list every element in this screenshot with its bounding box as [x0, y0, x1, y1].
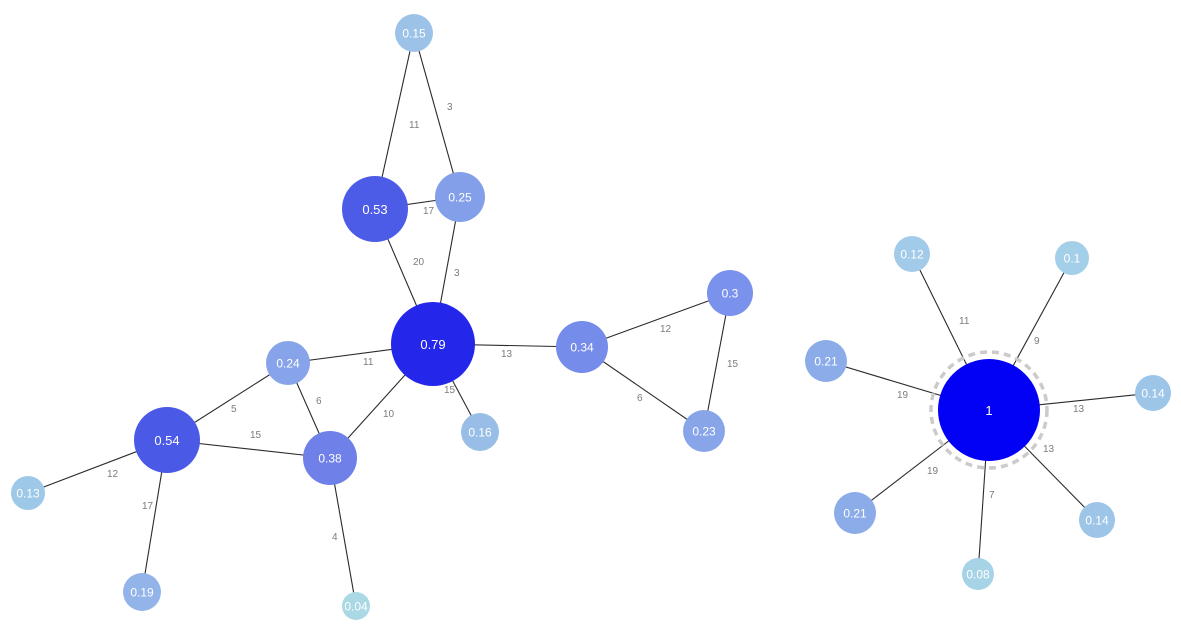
edge-weight-label: 4	[332, 532, 338, 543]
edge-weight-label: 3	[447, 102, 453, 113]
left-network: 0.15 0.53 0.25 0.79 0.24 0.54 0.38 0.16 0.34 0.3 0…	[11, 14, 753, 620]
node-circle[interactable]	[962, 558, 994, 590]
edge-weight-label: 11	[363, 357, 374, 368]
graph-node[interactable]: 0.1	[1055, 241, 1089, 275]
node-circle[interactable]	[134, 407, 200, 473]
edge-weight-label: 10	[383, 409, 395, 420]
edge-weight-label: 19	[927, 466, 939, 477]
edge-weight-label: 15	[727, 359, 739, 370]
graph-node[interactable]: 0.3	[707, 270, 753, 316]
edge-weight-label: 12	[660, 324, 672, 335]
node-circle[interactable]	[1135, 375, 1171, 411]
edge-weight-label: 11	[959, 316, 970, 327]
edge-weight-label: 15	[250, 430, 262, 441]
node-circle[interactable]	[834, 492, 876, 534]
graph-node[interactable]: 0.53	[342, 176, 408, 242]
graph-node[interactable]: 0.14	[1135, 375, 1171, 411]
graph-node[interactable]: 0.12	[894, 236, 930, 272]
edge-weight-label: 13	[1073, 404, 1085, 415]
node-circle[interactable]	[894, 236, 930, 272]
graph-edge[interactable]	[413, 32, 461, 198]
edge-weight-label: 13	[1043, 444, 1055, 455]
graph-node[interactable]: 0.08	[962, 558, 994, 590]
node-circle[interactable]	[556, 321, 608, 373]
graph-node[interactable]: 0.23	[683, 410, 725, 452]
edge-weight-label: 7	[989, 490, 995, 501]
node-circle[interactable]	[1079, 502, 1115, 538]
graph-node[interactable]: 0.79	[391, 302, 475, 386]
edge-weight-label: 15	[444, 385, 456, 396]
graph-node[interactable]: 0.21	[834, 492, 876, 534]
node-circle[interactable]	[11, 476, 45, 510]
graph-node[interactable]: 0.15	[395, 14, 433, 52]
node-circle[interactable]	[342, 592, 370, 620]
node-circle[interactable]	[683, 410, 725, 452]
edge-weight-label: 5	[231, 404, 237, 415]
node-circle[interactable]	[303, 431, 357, 485]
edge-weight-label: 17	[423, 206, 435, 217]
edge-weight-label: 6	[316, 396, 322, 407]
edge-weight-label: 11	[409, 120, 420, 131]
node-circle[interactable]	[805, 340, 847, 382]
node-circle[interactable]	[938, 359, 1040, 461]
node-circle[interactable]	[461, 413, 499, 451]
graph-node[interactable]: 0.21	[805, 340, 847, 382]
node-circle[interactable]	[707, 270, 753, 316]
node-circle[interactable]	[391, 302, 475, 386]
edge-weight-label: 17	[142, 501, 154, 512]
graph-node[interactable]: 0.34	[556, 321, 608, 373]
graph-node[interactable]: 0.16	[461, 413, 499, 451]
graph-node[interactable]: 0.25	[435, 172, 485, 222]
node-circle[interactable]	[1055, 241, 1089, 275]
graph-node[interactable]: 0.13	[11, 476, 45, 510]
graph-node[interactable]: 0.38	[303, 431, 357, 485]
edge-weight-label: 20	[413, 257, 425, 268]
edge-weight-label: 19	[897, 390, 909, 401]
node-circle[interactable]	[435, 172, 485, 222]
node-circle[interactable]	[342, 176, 408, 242]
graph-node[interactable]: 0.19	[123, 573, 161, 611]
edge-weight-label: 12	[107, 469, 119, 480]
edge-weight-label: 6	[637, 393, 643, 404]
selected-node-ring-icon	[929, 350, 1049, 470]
node-circle[interactable]	[123, 573, 161, 611]
graph-edge[interactable]	[703, 292, 731, 432]
edge-weight-label: 9	[1034, 336, 1040, 347]
graph-node[interactable]: 0.24	[266, 341, 310, 385]
graph-node[interactable]: 0.54	[134, 407, 200, 473]
node-circle[interactable]	[266, 341, 310, 385]
edge-weight-label: 13	[501, 349, 513, 360]
graph-node[interactable]: 0.04	[342, 592, 370, 620]
node-circle[interactable]	[395, 14, 433, 52]
graph-node[interactable]: 0.14	[1079, 502, 1115, 538]
edge-weight-label: 3	[454, 268, 460, 279]
graph-edge[interactable]	[581, 292, 731, 348]
